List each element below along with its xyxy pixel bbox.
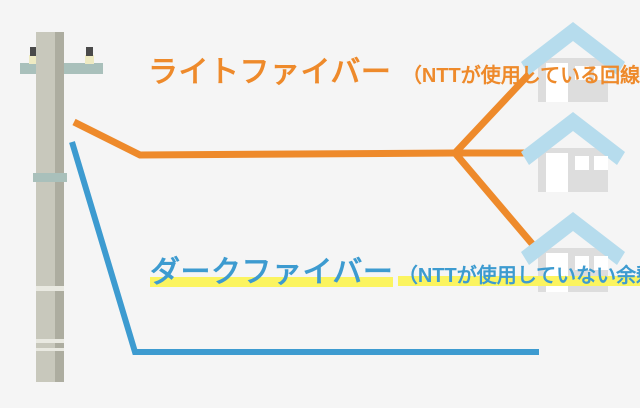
house-middle bbox=[521, 112, 625, 192]
light-fiber-branch-bottom bbox=[452, 150, 537, 249]
light-fiber-subtitle: （NTTが使用している回線） bbox=[396, 66, 640, 86]
insulator-left-cap bbox=[30, 47, 37, 56]
dark-fiber-title-text: ダークファイバー bbox=[150, 256, 394, 289]
dark-fiber-subtitle-highlight bbox=[397, 276, 640, 286]
dark-fiber-title-highlight bbox=[150, 277, 394, 287]
pole-band-teal bbox=[33, 173, 67, 182]
house-middle-window-right bbox=[594, 156, 608, 170]
dark-fiber-line bbox=[69, 141, 539, 355]
house-top-door bbox=[546, 63, 568, 102]
dark-fiber-title: ダークファイバー bbox=[150, 256, 394, 289]
light-fiber-title: ライトファイバー bbox=[148, 58, 391, 88]
dark-fiber-subtitle-text: （NTTが使用していない余剰回線） bbox=[397, 265, 640, 287]
house-bottom-window-left bbox=[575, 256, 589, 270]
insulator-right-cap bbox=[86, 47, 93, 56]
dark-fiber-cable bbox=[69, 141, 539, 355]
house-middle-roof bbox=[521, 112, 625, 165]
house-bottom-roof bbox=[521, 212, 625, 265]
dark-fiber-label: ダークファイバー （NTTが使用していない余剰回線） bbox=[150, 258, 640, 294]
house-middle-window-left bbox=[575, 156, 589, 170]
dark-fiber-subtitle: （NTTが使用していない余剰回線） bbox=[397, 265, 640, 287]
insulator-right-body bbox=[85, 55, 94, 64]
house-top-window-right bbox=[594, 66, 608, 80]
pole-band-base bbox=[36, 348, 64, 351]
house-top-window-left bbox=[575, 66, 589, 80]
house-top-roof bbox=[521, 22, 625, 75]
pole-shaft-shadow bbox=[55, 32, 64, 382]
light-fiber-branch-top bbox=[452, 68, 535, 156]
light-fiber-trunk bbox=[72, 118, 456, 159]
light-fiber-subtitle-text: （NTTが使用している回線） bbox=[401, 65, 640, 87]
pole-band-upper bbox=[36, 286, 64, 291]
pole-band-lower bbox=[36, 339, 64, 343]
light-fiber-title-text: ライトファイバー bbox=[148, 56, 392, 89]
light-fiber-label: ライトファイバー （NTTが使用している回線） bbox=[148, 58, 640, 94]
utility-pole bbox=[20, 32, 103, 382]
insulator-left-body bbox=[29, 55, 38, 64]
house-top bbox=[521, 22, 625, 102]
light-fiber-cable bbox=[72, 68, 537, 249]
house-bottom-window-right bbox=[594, 256, 608, 270]
house-middle-door bbox=[546, 153, 568, 192]
